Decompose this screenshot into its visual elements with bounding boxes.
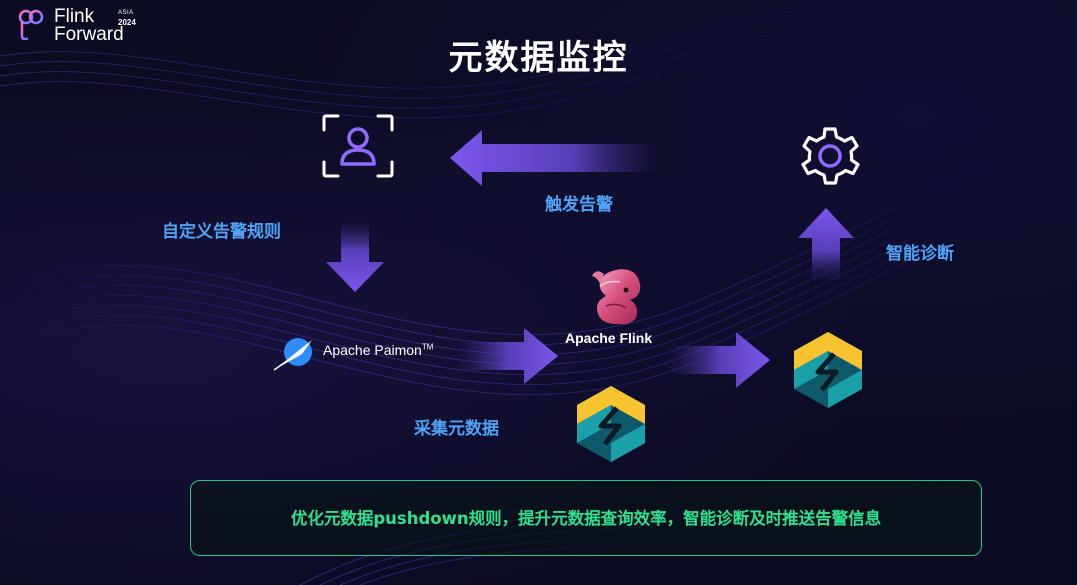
- logo-forward-text: Forward: [54, 24, 124, 45]
- paimon-name: Apache Paimon: [323, 342, 422, 358]
- paimon-trademark: TM: [421, 342, 434, 352]
- user-focus-icon: [322, 114, 394, 178]
- hexagon-s-logo-icon: [577, 386, 645, 462]
- summary-box: 优化元数据pushdown规则，提升元数据查询效率，智能诊断及时推送告警信息: [190, 480, 982, 556]
- arrow-up-icon: [798, 208, 854, 280]
- smart-diagnosis-label: 智能诊断: [886, 244, 954, 264]
- collect-metadata-label: 采集元数据: [414, 419, 499, 439]
- arrow-right-icon: [670, 332, 770, 388]
- arrow-right-icon: [458, 328, 558, 384]
- gear-icon: [801, 127, 860, 185]
- flink-forward-logo: Flink Forward ASIA 2024: [18, 6, 148, 45]
- logo-year-text: 2024: [118, 18, 136, 27]
- logo-flink-text: Flink: [54, 6, 95, 27]
- flink-text: Apache Flink: [565, 330, 653, 346]
- paimon-logo-icon: [273, 338, 312, 371]
- arrow-down-icon: [326, 222, 384, 292]
- paimon-text: Apache PaimonTM: [323, 342, 433, 358]
- flink-forward-mark-icon: [18, 9, 44, 40]
- logo-region-text: ASIA: [118, 10, 134, 16]
- arrow-left-icon: [450, 130, 656, 186]
- hexagon-s-logo-icon: [794, 332, 862, 408]
- flink-squirrel-logo-icon: [592, 269, 641, 325]
- trigger-alert-label: 触发告警: [545, 195, 613, 215]
- page-title: 元数据监控: [448, 38, 629, 78]
- summary-text: 优化元数据pushdown规则，提升元数据查询效率，智能诊断及时推送告警信息: [290, 509, 882, 528]
- custom-rules-label: 自定义告警规则: [162, 222, 281, 242]
